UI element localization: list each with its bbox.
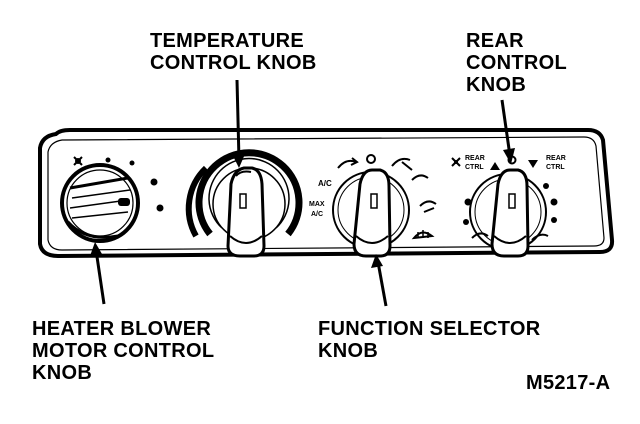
max-heat-arc-icon — [185, 165, 209, 238]
defrost-icon — [411, 230, 435, 240]
function-selector-knob-callout: FUNCTION SELECTOR KNOB — [318, 318, 541, 362]
callout-line: CONTROL — [466, 52, 567, 74]
callout-line: FUNCTION SELECTOR — [318, 318, 541, 340]
rear-speed-dots — [463, 183, 558, 225]
figure-id-text: M5217-A — [526, 372, 611, 394]
callout-line: KNOB — [466, 74, 527, 96]
blower-leader-line — [90, 242, 106, 305]
heater-blower-knob — [60, 163, 140, 243]
down-arrow-icon — [528, 160, 538, 168]
max-ac-label-bottom: A/C — [311, 211, 323, 218]
callout-line: KNOB — [318, 340, 379, 362]
callout-line: HEATER BLOWER — [32, 318, 212, 340]
control-panel-inner-edge — [47, 136, 605, 251]
ac-label: A/C — [318, 179, 332, 188]
callout-line: KNOB — [32, 362, 93, 384]
off-icon — [366, 154, 376, 164]
callout-line: REAR — [466, 30, 524, 52]
mix-icon — [419, 200, 437, 213]
rear-ctrl-left-bottom: CTRL — [465, 164, 484, 171]
rear-leader-line — [500, 99, 515, 164]
callout-line: CONTROL KNOB — [150, 52, 317, 74]
rear-control-knob-callout: REAR CONTROL KNOB — [466, 30, 567, 96]
rear-ctrl-right-bottom: CTRL — [546, 164, 565, 171]
function-leader-line — [371, 254, 388, 307]
callout-line: TEMPERATURE — [150, 30, 305, 52]
rear-vent-icons — [471, 232, 549, 241]
floor-vent-icon — [391, 157, 429, 181]
rear-fan-icon — [451, 157, 461, 167]
vent-icon — [337, 157, 359, 169]
rear-ctrl-left-top: REAR — [465, 155, 485, 162]
temperature-control-knob-callout: TEMPERATURE CONTROL KNOB — [150, 30, 317, 74]
heater-blower-motor-control-knob-callout: HEATER BLOWER MOTOR CONTROL KNOB — [32, 318, 214, 384]
rear-control-knob — [490, 168, 530, 258]
rear-ctrl-right-top: REAR — [546, 155, 566, 162]
control-panel-bezel — [38, 128, 615, 259]
figure-id: M5217-A — [526, 372, 610, 394]
fan-icon — [73, 156, 83, 166]
max-ac-label-top: MAX — [309, 201, 325, 208]
up-arrow-icon — [490, 162, 500, 170]
callout-line: MOTOR CONTROL — [32, 340, 215, 362]
function-selector-knob — [352, 168, 392, 258]
temperature-leader-line — [232, 79, 245, 168]
blower-speed-dots — [105, 157, 164, 212]
temperature-control-knob — [226, 166, 266, 258]
